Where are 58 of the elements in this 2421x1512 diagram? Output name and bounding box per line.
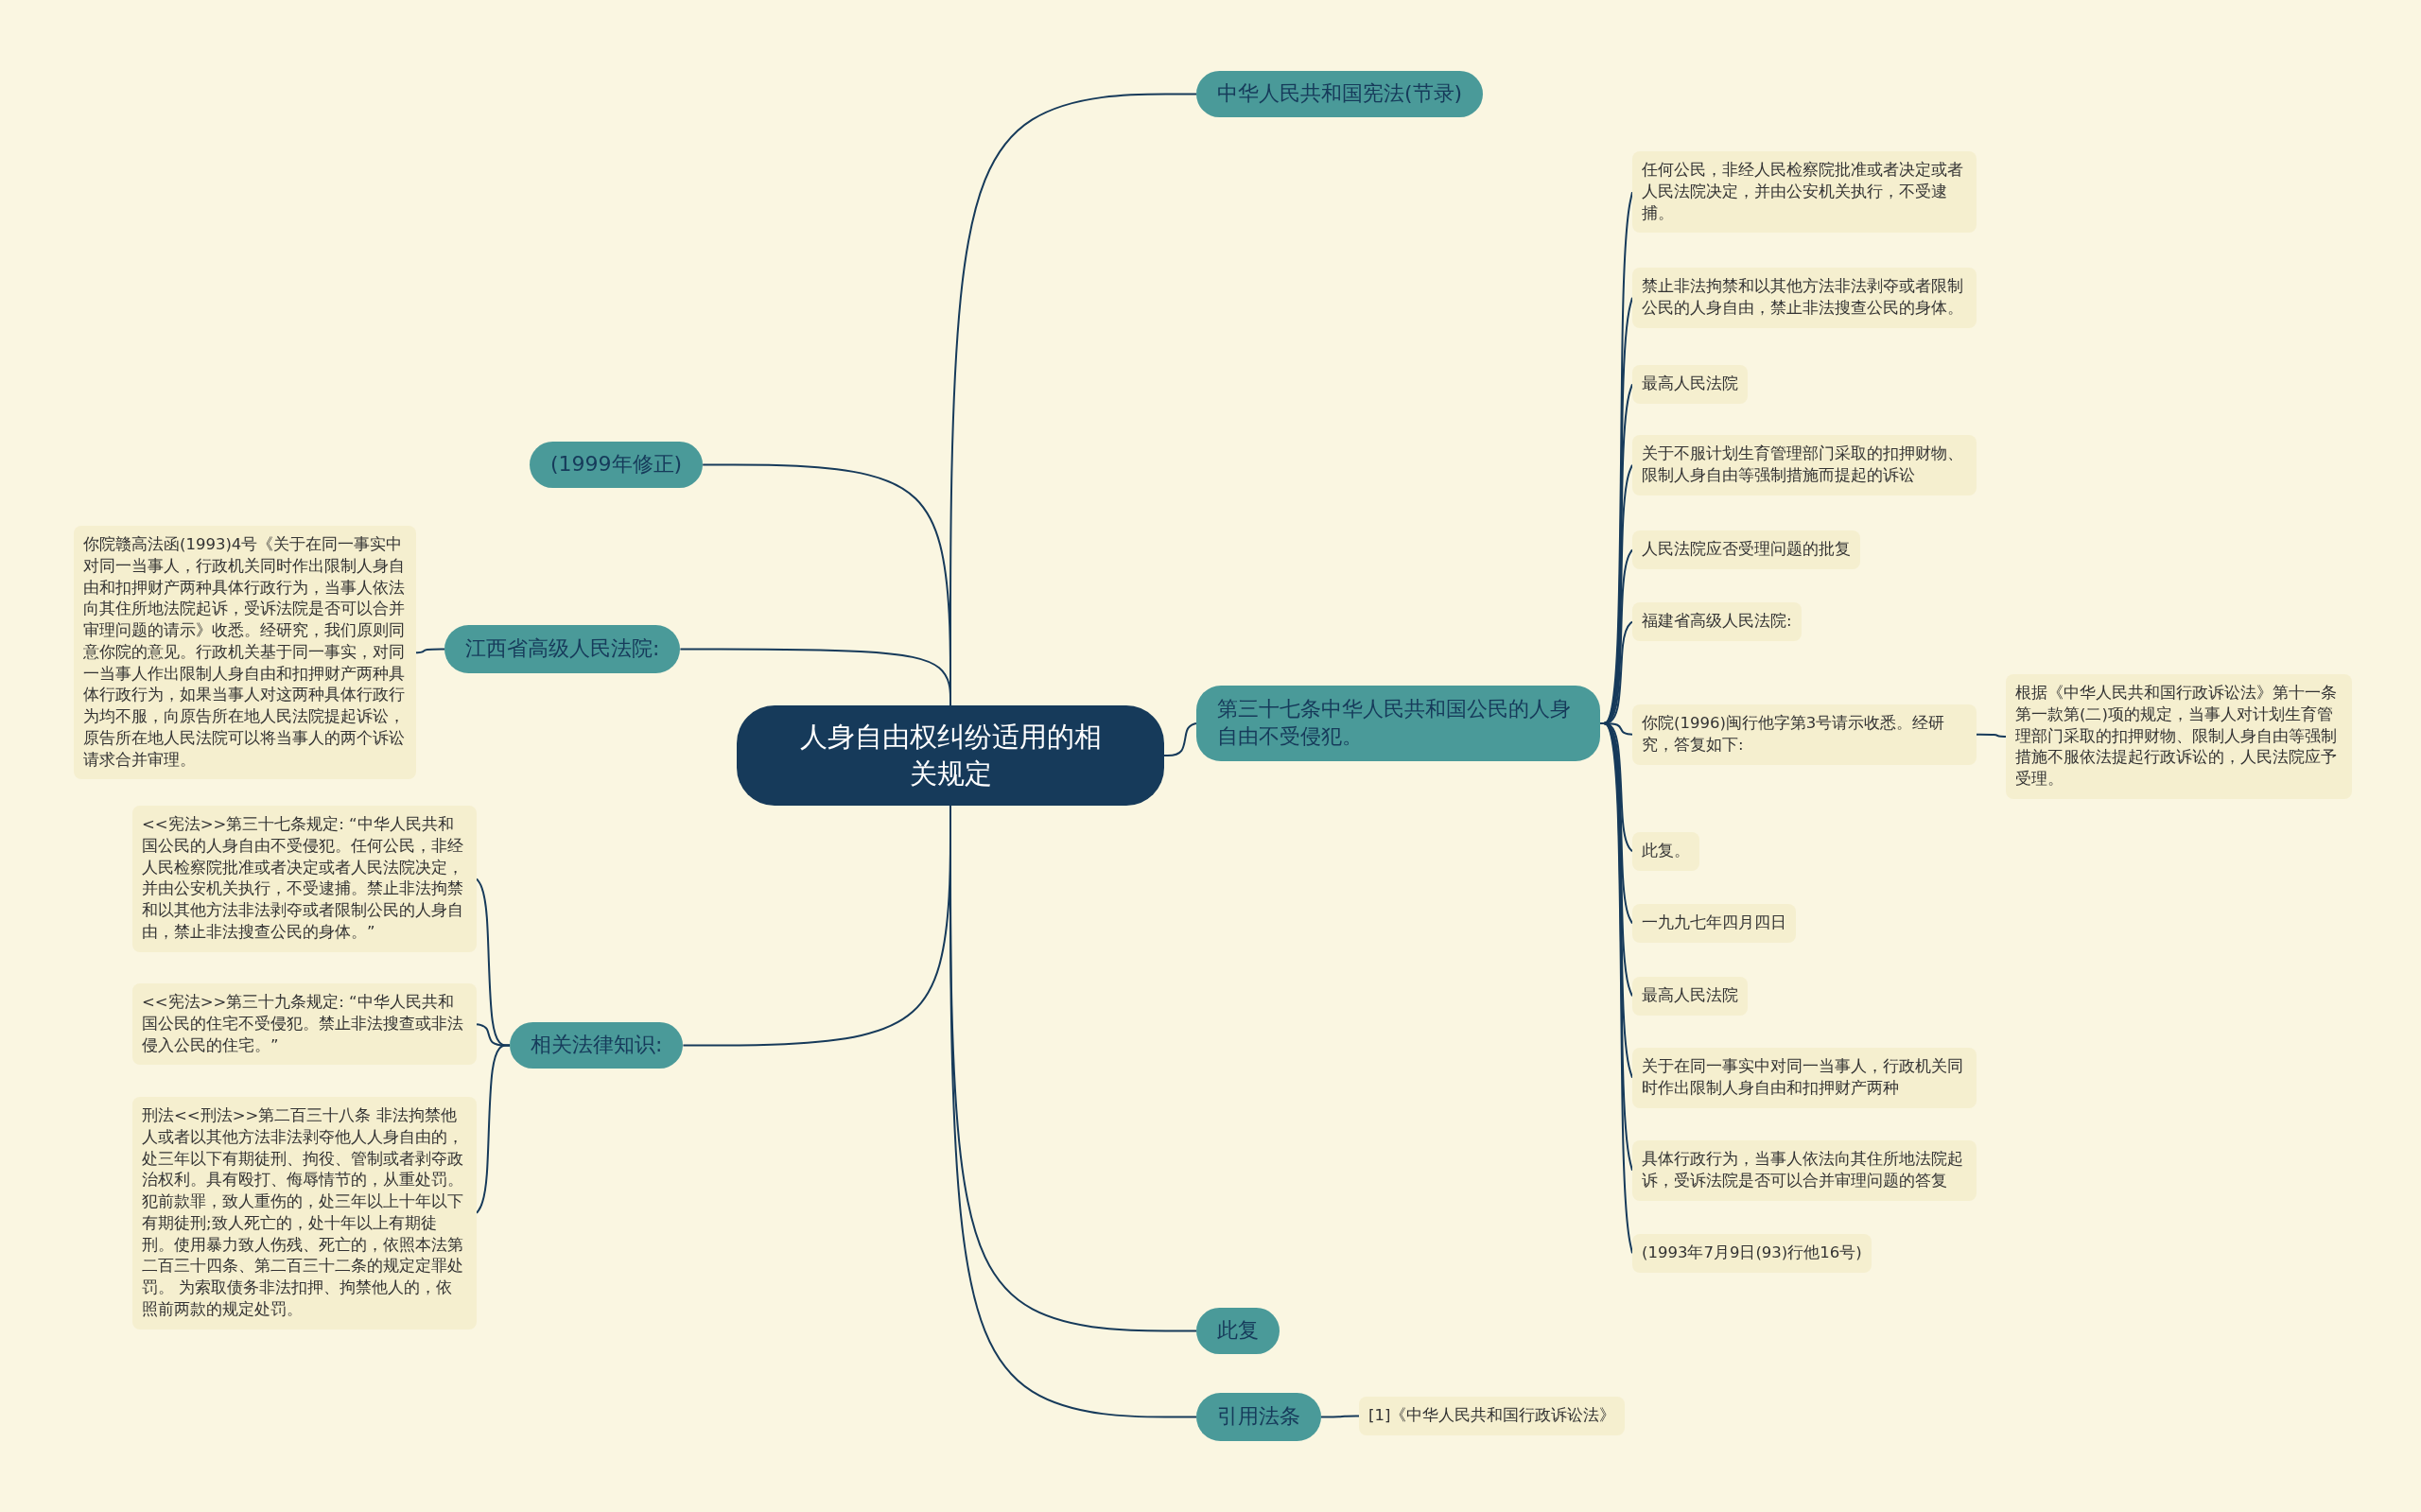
note-card <box>1632 904 1796 943</box>
node-text: 最高人民法院 <box>1642 986 1738 1004</box>
topic-pill <box>1196 71 1484 117</box>
node-text: 引用法条 <box>1217 1403 1300 1431</box>
node-text: 第三十七条中华人民共和国公民的人身自由不受侵犯。 <box>1217 696 1572 750</box>
note-card <box>1632 602 1802 641</box>
topic-pill <box>444 625 681 673</box>
connector-line <box>1163 722 1197 756</box>
node-text: 最高人民法院 <box>1642 374 1738 392</box>
topic-pill <box>1196 1308 1280 1354</box>
central-topic <box>737 705 1164 806</box>
note-card <box>1632 832 1699 871</box>
topic-pill <box>510 1022 684 1069</box>
connector-line <box>476 1044 511 1214</box>
node-text: 人民法院应否受理问题的批复 <box>1642 540 1851 558</box>
note-card <box>132 983 477 1066</box>
note-card <box>1632 1234 1872 1273</box>
note-card <box>1632 977 1748 1016</box>
connector-line <box>679 648 951 706</box>
topic-pill <box>530 442 704 488</box>
connector-line <box>1320 1415 1360 1418</box>
connector-line <box>415 648 445 654</box>
node-text: 此复 <box>1217 1317 1259 1345</box>
node-text: 你院赣高法函(1993)4号《关于在同一事实中对同一当事人，行政机关同时作出限制人身自由和扣押财产两种具体行政行为，当事人依法向其住所地法院起诉，受诉法院是否可以合并审理问题的请示》收悉。经研究，我们原则同意你院的意见。行政机关基于同一事实，对同一当事人作出限制人身自由和扣押财产两种具体行政行为，如果当事人对这两种具体行政行为均不服，向原告所在地人民法院提起诉讼，原告所在地人民法院可以将当事人的两个诉讼请求合并审理。 <box>83 535 405 769</box>
connector-line <box>1976 733 2007 738</box>
note-card <box>1632 151 1977 234</box>
node-text: 你院(1996)闽行他字第3号请示收悉。经研究，答复如下: <box>1642 714 1945 754</box>
node-text: (1993年7月9日(93)行他16号) <box>1642 1243 1862 1261</box>
node-text: 相关法律知识: <box>531 1032 663 1059</box>
node-text: 江西省高级人民法院: <box>465 635 660 663</box>
node-text: 关于不服计划生育管理部门采取的扣押财物、限制人身自由等强制措施而提起的诉讼 <box>1642 444 1963 484</box>
node-text: 禁止非法拘禁和以其他方法非法剥夺或者限制公民的人身自由，禁止非法搜查公民的身体。 <box>1642 277 1963 317</box>
node-text: 关于在同一事实中对同一当事人，行政机关同时作出限制人身自由和扣押财产两种 <box>1642 1057 1963 1097</box>
note-card <box>1632 268 1977 328</box>
node-text: 刑法<<刑法>>第二百三十八条 非法拘禁他人或者以其他方法非法剥夺他人人身自由的，处三年以下有期徒刑、拘役、管制或者剥夺政治权利。具有殴打、侮辱情节的，从重处罚。犯前款罪，致人重伤的，处三年以上十年以下有期徒刑;致人死亡的，处十年以上有期徒刑。使用暴力致人伤残、死亡的，依照本法第二百三十四条、第二百三十二条的规定定罪处罚。 为索取债务非法扣押、拘禁他人的，依照前两款的规定处罚。 <box>142 1106 463 1318</box>
topic-pill <box>1196 686 1600 761</box>
note-card <box>2006 674 2352 799</box>
note-card <box>1632 365 1748 404</box>
node-text: 此复。 <box>1642 842 1690 860</box>
note-card <box>1632 1048 1977 1108</box>
node-text: 人身自由权纠纷适用的相关规定 <box>798 719 1103 791</box>
node-text: 具体行政行为，当事人依法向其住所地法院起诉，受诉法院是否可以合并审理问题的答复 <box>1642 1150 1963 1190</box>
note-card <box>1632 1140 1977 1201</box>
node-text: (1999年修正) <box>550 451 683 478</box>
node-text: <<宪法>>第三十九条规定: “中华人民共和国公民的住宅不受侵犯。禁止非法搜查或非法侵入公民的住宅。” <box>142 993 463 1054</box>
node-text: [1]《中华人民共和国行政诉讼法》 <box>1368 1406 1616 1424</box>
node-text: <<宪法>>第三十七条规定: “中华人民共和国公民的人身自由不受侵犯。任何公民，非经人民检察院批准或者决定或者人民法院决定，并由公安机关执行，不受逮捕。禁止非法拘禁和以其他方法非法剥夺或者限制公民的人身自由，禁止非法搜查公民的身体。” <box>142 815 463 941</box>
node-text: 一九九七年四月四日 <box>1642 913 1786 931</box>
note-card <box>1632 530 1860 569</box>
note-card <box>1359 1397 1626 1435</box>
topic-pill <box>1196 1393 1321 1441</box>
node-text: 根据《中华人民共和国行政诉讼法》第十一条第一款第(二)项的规定，当事人对计划生育管理部门采取的扣押财物、限制人身自由等强制措施不服依法提起行政诉讼的，人民法院应予受理。 <box>2015 684 2337 789</box>
node-text: 任何公民，非经人民检察院批准或者决定或者人民法院决定，并由公安机关执行，不受逮捕。 <box>1642 161 1963 222</box>
node-text: 福建省高级人民法院: <box>1642 612 1792 630</box>
note-card <box>1632 435 1977 495</box>
note-card <box>1632 704 1977 765</box>
node-text: 中华人民共和国宪法(节录) <box>1217 80 1463 108</box>
note-card <box>132 806 477 952</box>
